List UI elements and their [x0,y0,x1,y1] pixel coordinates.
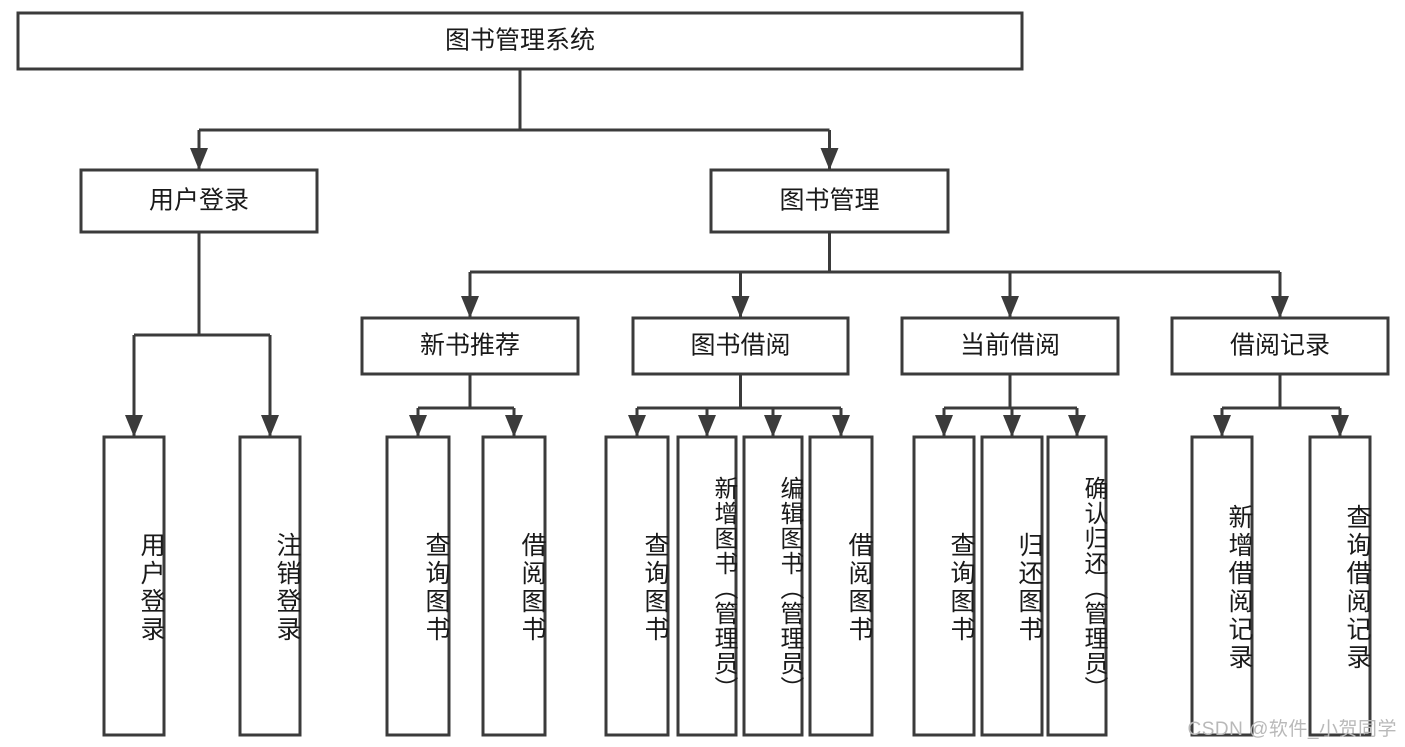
boxes-layer [16,11,1390,737]
node-e696b0e4b9a6e68ea8e88d90[interactable] [360,316,580,376]
node-e7a1aee8aea4e5bd92e8bf98[interactable] [1046,435,1108,737]
node-e69fa5e8afa2e5809fe99885[interactable] [1308,435,1372,737]
node-label: 当前借阅 [960,332,1060,360]
arrow-head-icon [125,415,143,437]
arrow-head-icon [261,415,279,437]
arrow-head-icon [1213,415,1231,437]
node-e5bd92e8bf98e59bbee4b9a6[interactable] [980,435,1044,737]
connectors-layer [125,69,1349,437]
node-label: 借阅记录 [1230,332,1330,360]
node-e59bbee4b9a6e7aea1e79086[interactable] [16,11,1024,71]
node-e7bc96e8be91e59bbee4b9a6[interactable] [742,435,804,737]
arrow-head-icon [1001,296,1019,318]
node-e794a8e688b7e799bbe5bd95[interactable] [102,435,166,737]
arrow-head-icon [505,415,523,437]
node-label: 图书借阅 [690,332,790,360]
arrow-head-icon [1331,415,1349,437]
node-e69fa5e8afa2e59bbee4b9a6[interactable] [385,435,451,737]
arrow-head-icon [935,415,953,437]
node-e5809fe99885e59bbee4b9a6[interactable] [808,435,874,737]
arrow-head-icon [698,415,716,437]
arrow-head-icon [764,415,782,437]
arrow-head-icon [832,415,850,437]
node-e696b0e5a29ee59bbee4b9a6[interactable] [676,435,738,737]
node-e69fa5e8afa2e59bbee4b9a6[interactable] [912,435,976,737]
node-label: 新书推荐 [420,332,520,360]
arrow-head-icon [1068,415,1086,437]
arrow-head-icon [461,296,479,318]
csdn-watermark: CSDN @软件_小贺同学 [1187,719,1397,740]
node-label: 用户登录 [149,187,249,215]
arrow-head-icon [1003,415,1021,437]
arrow-head-icon [628,415,646,437]
node-e5809fe99885e8aeb0e5bd95[interactable] [1170,316,1390,376]
node-e696b0e5a29ee5809fe99885[interactable] [1190,435,1254,737]
arrow-head-icon [1271,296,1289,318]
arrow-head-icon [731,296,750,318]
node-e794a8e688b7e799bbe5bd95[interactable] [79,168,319,234]
node-e59bbee4b9a6e7aea1e79086[interactable] [709,168,950,234]
node-e5809fe99885e59bbee4b9a6[interactable] [481,435,547,737]
node-label: 图书管理 [779,187,879,215]
node-e59bbee4b9a6e5809fe99885[interactable] [631,316,850,376]
node-label: 图书管理系统 [445,27,595,55]
arrow-head-icon [190,148,208,170]
node-e6b3a8e99480e799bbe5bd95[interactable] [238,435,302,737]
node-e69fa5e8afa2e59bbee4b9a6[interactable] [604,435,670,737]
arrow-head-icon [820,148,839,170]
arrow-head-icon [409,415,427,437]
node-e5bd93e5898de5809fe99885[interactable] [900,316,1120,376]
